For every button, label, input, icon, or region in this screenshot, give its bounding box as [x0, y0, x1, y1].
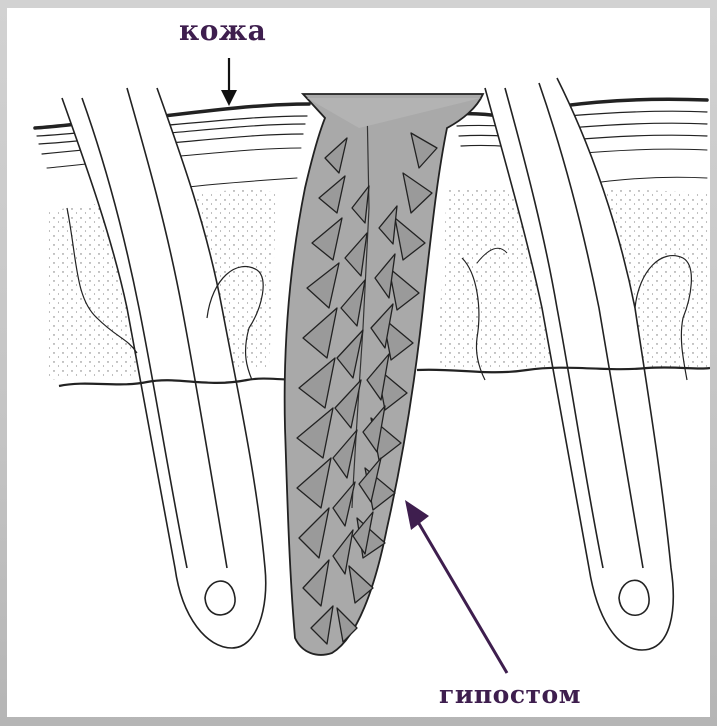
- skin-arrow: [221, 58, 237, 106]
- skin-label: кожа: [179, 14, 266, 47]
- hypostome-arrow: [405, 500, 507, 673]
- hypostome: [285, 94, 483, 655]
- tick-hypostome-diagram: [7, 8, 710, 717]
- hypostome-label: гипостом: [439, 680, 581, 709]
- diagram-panel: кожа гипостом: [7, 8, 710, 717]
